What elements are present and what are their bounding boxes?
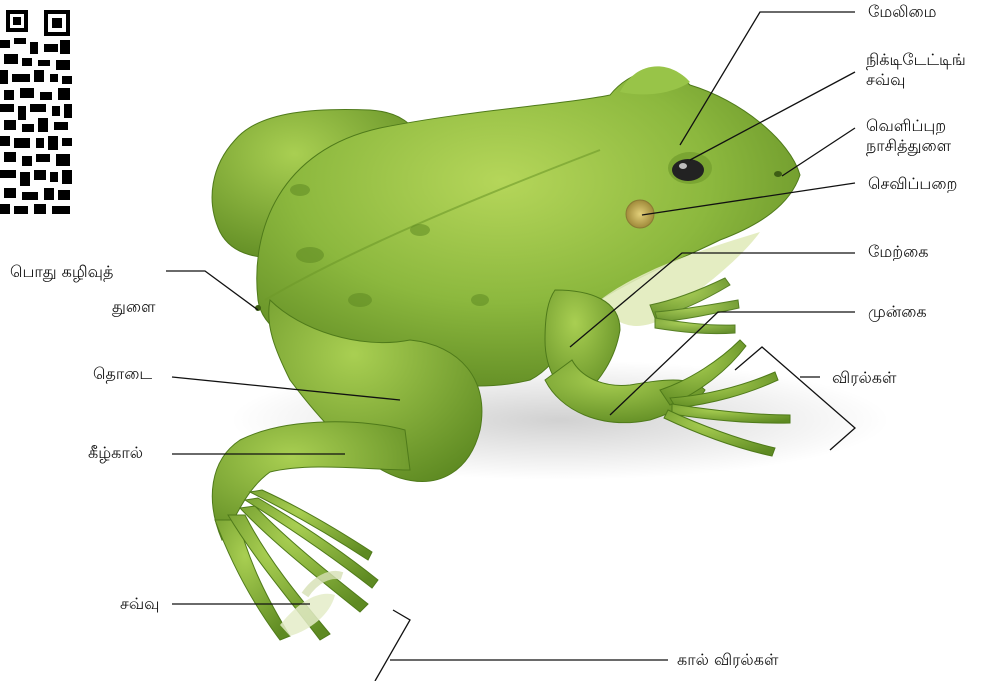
eye-highlight bbox=[679, 163, 687, 169]
label-external-nostril-line1: வெளிப்புற bbox=[866, 116, 946, 136]
label-fingers: விரல்கள் bbox=[832, 368, 896, 388]
label-upper-arm: மேற்கை bbox=[868, 242, 929, 262]
label-external-nostril-line2: நாசித்துளை bbox=[866, 136, 951, 156]
nostril bbox=[774, 171, 782, 177]
label-cloaca-line2: துளை bbox=[112, 297, 155, 317]
label-thigh: தொடை bbox=[93, 364, 152, 384]
label-toes: கால் விரல்கள் bbox=[677, 650, 778, 670]
label-upper-eyelid: மேலிமை bbox=[868, 2, 937, 22]
qr-code-icon bbox=[0, 0, 74, 215]
label-cloaca-line1: பொது கழிவுத் bbox=[10, 262, 113, 282]
label-nictitating-membrane-line1: நிக்டிடேட்டிங் bbox=[866, 50, 966, 70]
label-forearm: முன்கை bbox=[868, 302, 927, 322]
frog-eye bbox=[672, 159, 704, 181]
label-shank: கீழ்கால் bbox=[88, 443, 143, 463]
label-nictitating-membrane-line2: சவ்வு bbox=[866, 70, 905, 90]
label-tympanum: செவிப்பறை bbox=[868, 174, 957, 194]
label-web: சவ்வு bbox=[120, 594, 159, 614]
